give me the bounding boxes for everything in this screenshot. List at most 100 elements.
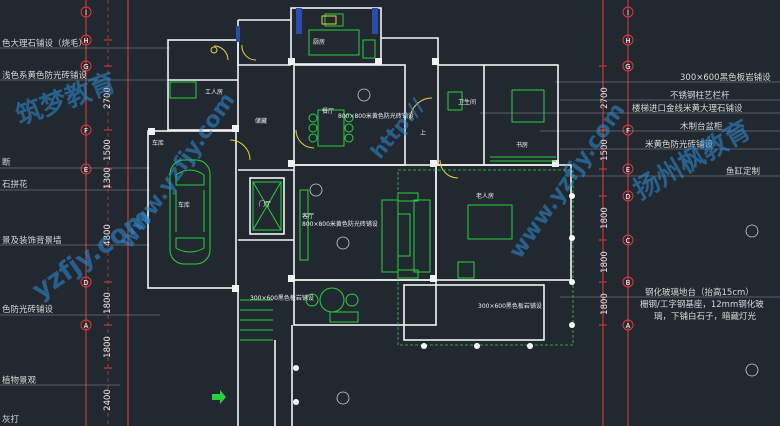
note-text: 色大理石铺设（烧毛） — [2, 38, 87, 49]
axis-label: F — [84, 127, 88, 135]
axis-label: A — [626, 322, 631, 330]
left-notes: 色大理石铺设（烧毛） 浅色系黄色防光砖铺设 断 石拼花 景及装饰背景墙 色防光砖… — [0, 38, 180, 425]
section-markers — [309, 88, 759, 405]
axis-bubble-G: G — [622, 60, 634, 72]
fixtures — [210, 15, 459, 179]
axis-label: C — [626, 237, 631, 245]
room-label-utility: 工人房 — [205, 88, 223, 96]
right-axis-dims: 2700 1500 1800 1800 1800 — [600, 87, 610, 315]
room-label-garage: 车库 — [178, 201, 190, 209]
axis-bubble-F: F — [622, 124, 634, 136]
axis-bubble-E: E — [622, 163, 634, 175]
axis-bubble-C: C — [622, 234, 634, 246]
note-text: 断 — [2, 157, 11, 168]
room-label-kitchen: 厨房 — [313, 38, 325, 46]
terrace-outline — [397, 169, 574, 346]
furniture — [169, 13, 556, 341]
dim-text: 1800 — [600, 207, 610, 229]
note-text: 栅钢/工字钢基座，12mm钢化玻 — [640, 299, 764, 310]
axis-label: D — [625, 193, 630, 201]
room-label-porch: 300×600黑色板岩铺设 — [250, 294, 314, 302]
right-axis-bubbles: I H G F E D C B A — [622, 6, 634, 331]
note-text: 鱼缸定制 — [726, 166, 760, 177]
axis-bubble-B: B — [622, 276, 634, 288]
room-labels: 车库 车库 工人房 储藏 厨房 餐厅 800×800米黄色防光砖铺设 门厅 客厅… — [152, 38, 542, 310]
axis-bubble-I: I — [622, 6, 634, 18]
axis-label: H — [83, 37, 88, 45]
dim-text: 1300 — [103, 167, 113, 189]
room-label-bathroom: 卫生间 — [458, 98, 476, 106]
left-axis-dims: 2700 1500 1300 4800 1800 1800 2400 — [103, 87, 113, 411]
axis-bubble-A: A — [80, 319, 92, 331]
left-axis-column — [85, 0, 129, 426]
room-label-terrace: 300×600黑色板岩铺设 — [478, 302, 542, 310]
dim-text: 1800 — [103, 336, 113, 358]
dim-text: 1800 — [600, 293, 610, 315]
dim-text: 1500 — [600, 139, 610, 161]
watermark-text: http:// — [365, 93, 429, 163]
right-axis-ticks — [599, 65, 607, 326]
axis-bubble-E: E — [80, 163, 92, 175]
note-text: 石拼花 — [2, 179, 28, 190]
note-text: 木制台盆柜 — [680, 121, 723, 132]
axis-label: G — [83, 63, 88, 71]
axis-label: I — [85, 9, 87, 17]
watermark-text: www.yzfjy.com — [504, 98, 630, 263]
axis-bubble-I: I — [80, 6, 92, 18]
axis-label: D — [83, 279, 88, 287]
axis-bubble-A: A — [622, 319, 634, 331]
axis-bubble-F: F — [80, 124, 92, 136]
room-label-guest-room: 老人房 — [476, 192, 494, 200]
axis-label: E — [84, 166, 88, 174]
dim-text: 1500 — [103, 139, 113, 161]
dim-text: 2700 — [103, 87, 113, 109]
left-axis-bubbles: I H G F E D A — [80, 6, 92, 331]
room-label-living: 客厅 — [302, 212, 314, 220]
axis-bubble-D: D — [622, 190, 634, 202]
note-text: 钢化玻璃地台（抬高15cm） — [645, 287, 754, 298]
axis-label: E — [626, 166, 630, 174]
note-text: 植物景观 — [2, 375, 37, 386]
room-label-study: 书房 — [516, 141, 528, 149]
axis-bubble-H: H — [80, 34, 92, 46]
entry-arrow-icon — [212, 390, 226, 404]
room-detail: 800×800米黄色防光砖铺设 — [338, 112, 414, 120]
note-text: 色防光砖铺设 — [2, 304, 54, 315]
note-text: 300×600黑色板岩铺设 — [680, 72, 771, 83]
terrace-posts — [293, 193, 575, 405]
room-label-dining: 餐厅 — [322, 107, 334, 115]
stair-up-label: 上 — [420, 129, 426, 137]
note-text: 璃，下铺白石子，暗藏灯光 — [654, 311, 757, 322]
note-text: 灰打 — [2, 414, 20, 425]
dim-text: 1800 — [600, 251, 610, 273]
axis-label: A — [84, 322, 89, 330]
left-axis-ticks — [104, 39, 112, 369]
note-text: 景及装饰背景墙 — [2, 235, 62, 246]
axis-label: I — [627, 9, 629, 17]
axis-label: H — [625, 37, 630, 45]
watermarks: yzfjy.com www.yzfjy.com 筑梦教育 http:// www… — [12, 67, 756, 306]
axis-label: G — [625, 63, 630, 71]
dim-text: 4800 — [103, 224, 113, 246]
axis-bubble-H: H — [622, 34, 634, 46]
watermark-text: www.yzfjy.com — [114, 88, 240, 253]
note-text: 浅色系黄色防光砖铺设 — [2, 70, 88, 81]
floor-plan-walls — [147, 7, 572, 426]
axis-bubble-G: G — [80, 60, 92, 72]
dim-text: 2700 — [600, 87, 610, 109]
axis-bubble-D: D — [80, 276, 92, 288]
dim-text: 1800 — [103, 292, 113, 314]
note-text: 不锈钢柱艺栏杆 — [670, 90, 730, 101]
room-label-foyer: 门厅 — [259, 200, 271, 208]
note-text: 楼梯进口金线米黄大理石铺设 — [632, 103, 743, 114]
structural-columns — [148, 58, 559, 292]
dim-text: 2400 — [103, 389, 113, 411]
right-notes: 300×600黑色板岩铺设 不锈钢柱艺栏杆 楼梯进口金线米黄大理石铺设 木制台盆… — [480, 72, 780, 322]
room-label-garage: 车库 — [152, 139, 164, 147]
note-text: 米黄色防光砖铺设 — [645, 139, 714, 150]
windows — [236, 8, 378, 42]
room-label-storage: 储藏 — [255, 117, 267, 125]
axis-label: B — [626, 279, 631, 287]
room-detail: 800×800米黄色防光砖铺设 — [302, 220, 378, 228]
